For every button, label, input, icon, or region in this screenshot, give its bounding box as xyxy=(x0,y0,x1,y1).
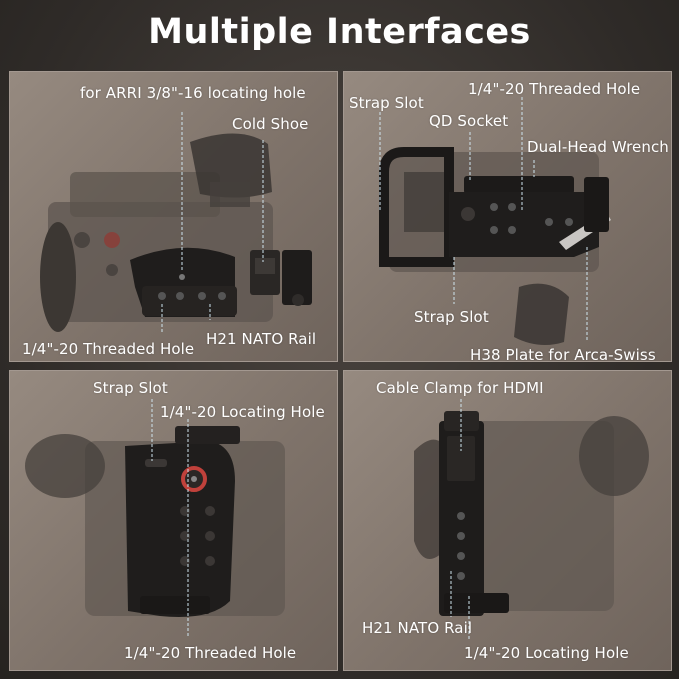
panel-top-handle: for ARRI 3/8"-16 locating hole Cold Shoe… xyxy=(9,71,338,362)
page-title: Multiple Interfaces xyxy=(148,12,531,52)
label-strap-slot-bottom: Strap Slot xyxy=(414,308,489,326)
panel-grip: Strap Slot 1/4"-20 Locating Hole 1/4"-20… xyxy=(9,370,338,671)
label-nato-rail: H21 NATO Rail xyxy=(362,619,473,637)
cage-grip-illustration xyxy=(25,399,285,637)
label-dual-head-wrench: Dual-Head Wrench xyxy=(527,138,669,156)
panel-side-plate: Strap Slot 1/4"-20 Threaded Hole QD Sock… xyxy=(343,71,672,362)
label-locating-hole: 1/4"-20 Locating Hole xyxy=(464,644,629,662)
cable-clamp-illustration xyxy=(414,399,649,641)
camera-top-handle-illustration xyxy=(40,112,312,334)
label-locating-hole: 1/4"-20 Locating Hole xyxy=(160,403,325,421)
label-cold-shoe: Cold Shoe xyxy=(232,115,309,133)
label-arri-locating-hole: for ARRI 3/8"-16 locating hole xyxy=(80,84,306,102)
label-nato-rail: H21 NATO Rail xyxy=(206,330,317,348)
label-threaded-hole: 1/4"-20 Threaded Hole xyxy=(124,644,297,662)
label-qd-socket: QD Socket xyxy=(429,112,509,130)
label-strap-slot: Strap Slot xyxy=(93,379,168,397)
panel-cable-clamp: Cable Clamp for HDMI H21 NATO Rail 1/4"-… xyxy=(343,370,672,671)
label-strap-slot-top: Strap Slot xyxy=(349,94,424,112)
label-arca-plate: H38 Plate for Arca-Swiss xyxy=(470,346,656,362)
label-threaded-hole: 1/4"-20 Threaded Hole xyxy=(468,80,641,98)
label-cable-clamp: Cable Clamp for HDMI xyxy=(376,379,544,397)
label-threaded-hole: 1/4"-20 Threaded Hole xyxy=(22,340,195,358)
cage-side-plate-illustration xyxy=(379,97,611,346)
